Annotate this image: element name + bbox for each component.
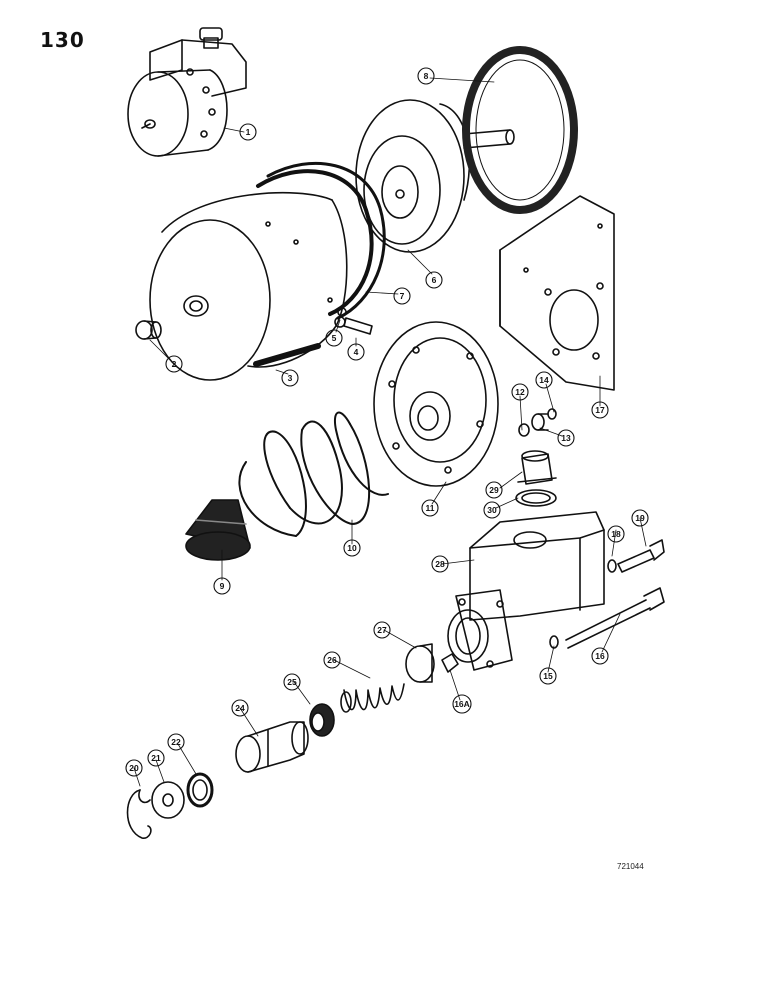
callout-2: 2 xyxy=(165,355,183,373)
svg-text:20: 20 xyxy=(129,763,139,773)
page-number: 130 xyxy=(40,28,85,52)
part-20-retainer xyxy=(126,789,152,839)
svg-text:19: 19 xyxy=(635,513,645,523)
svg-text:26: 26 xyxy=(327,655,337,665)
svg-text:30: 30 xyxy=(487,505,497,515)
svg-text:17: 17 xyxy=(595,405,605,415)
callout-1: 1 xyxy=(239,123,257,141)
part-28-master-cylinder xyxy=(447,511,605,671)
callout-14: 14 xyxy=(535,371,553,389)
svg-text:14: 14 xyxy=(539,375,549,385)
callout-25: 25 xyxy=(283,673,301,691)
part-9-boot xyxy=(185,499,251,561)
part-14-washer xyxy=(547,408,557,420)
callout-4: 4 xyxy=(347,343,365,361)
svg-text:13: 13 xyxy=(561,433,571,443)
callout-7: 7 xyxy=(393,287,411,305)
svg-text:9: 9 xyxy=(220,581,225,591)
callout-6: 6 xyxy=(425,271,443,289)
callout-21: 21 xyxy=(147,749,165,767)
svg-text:16A: 16A xyxy=(454,699,470,709)
part-5-washer xyxy=(337,307,347,317)
leader-lines xyxy=(133,77,647,787)
part-6-diaphragm xyxy=(355,99,515,253)
callout-22: 22 xyxy=(167,733,185,751)
callout-24: 24 xyxy=(231,699,249,717)
svg-text:4: 4 xyxy=(354,347,359,357)
callout-15: 15 xyxy=(539,667,557,685)
callout-12: 12 xyxy=(511,383,529,401)
part-17-bracket xyxy=(499,195,615,391)
part-24-piston xyxy=(235,721,309,773)
svg-text:22: 22 xyxy=(171,737,181,747)
svg-text:25: 25 xyxy=(287,677,297,687)
svg-text:2: 2 xyxy=(172,359,177,369)
callout-9: 9 xyxy=(213,577,231,595)
svg-text:28: 28 xyxy=(435,559,445,569)
callout-layer: 1 2 3 4 5 6 7 8 9 10 11 12 13 14 15 16 1… xyxy=(125,67,649,777)
callout-19: 19 xyxy=(631,509,649,527)
part-8-gasket xyxy=(462,46,578,214)
callout-29: 29 xyxy=(485,481,503,499)
callout-17: 17 xyxy=(591,401,609,419)
part-16-bolt xyxy=(565,587,665,649)
part-27-valve xyxy=(405,643,435,683)
part-21-washer xyxy=(151,781,185,819)
part-3-housing xyxy=(149,191,348,381)
callout-10: 10 xyxy=(343,539,361,557)
callout-11: 11 xyxy=(421,499,439,517)
svg-text:16: 16 xyxy=(595,651,605,661)
part-18-washer xyxy=(607,559,617,573)
part-22-cup xyxy=(186,772,214,808)
callout-13: 13 xyxy=(557,429,575,447)
part-1-canister xyxy=(127,27,247,157)
part-10-spring xyxy=(238,411,389,537)
callout-18: 18 xyxy=(607,525,625,543)
callout-8: 8 xyxy=(417,67,435,85)
callout-16a: 16A xyxy=(452,694,472,714)
callout-16: 16 xyxy=(591,647,609,665)
part-25-cup xyxy=(309,703,335,737)
part-26-spring xyxy=(340,683,405,713)
part-12-washer xyxy=(518,423,530,437)
callout-26: 26 xyxy=(323,651,341,669)
part-11-cover xyxy=(373,321,499,487)
callout-30: 30 xyxy=(483,501,501,519)
figure-code: 721044 xyxy=(617,862,644,871)
callout-27: 27 xyxy=(373,621,391,639)
part-16a-nut xyxy=(441,653,459,673)
svg-text:12: 12 xyxy=(515,387,525,397)
svg-text:24: 24 xyxy=(235,703,245,713)
svg-text:18: 18 xyxy=(611,529,621,539)
part-13-fitting xyxy=(531,413,549,431)
callout-20: 20 xyxy=(125,759,143,777)
callout-5: 5 xyxy=(325,329,343,347)
svg-text:7: 7 xyxy=(400,291,405,301)
svg-text:3: 3 xyxy=(288,373,293,383)
part-2-plug xyxy=(135,320,162,340)
part-29-cap xyxy=(517,450,557,485)
svg-text:8: 8 xyxy=(424,71,429,81)
part-30-gasket xyxy=(515,489,557,507)
svg-text:6: 6 xyxy=(432,275,437,285)
part-7-seal xyxy=(256,162,386,320)
part-15-washer xyxy=(549,635,559,649)
svg-text:11: 11 xyxy=(426,503,435,513)
svg-text:15: 15 xyxy=(543,671,553,681)
callout-28: 28 xyxy=(431,555,449,573)
svg-text:29: 29 xyxy=(489,485,499,495)
callout-3: 3 xyxy=(281,369,299,387)
svg-text:10: 10 xyxy=(347,543,357,553)
svg-text:21: 21 xyxy=(151,753,161,763)
svg-text:5: 5 xyxy=(332,333,337,343)
part-19-bolt xyxy=(617,539,665,573)
part-4-bolt xyxy=(334,316,373,335)
svg-text:1: 1 xyxy=(246,127,251,137)
svg-text:27: 27 xyxy=(377,625,387,635)
